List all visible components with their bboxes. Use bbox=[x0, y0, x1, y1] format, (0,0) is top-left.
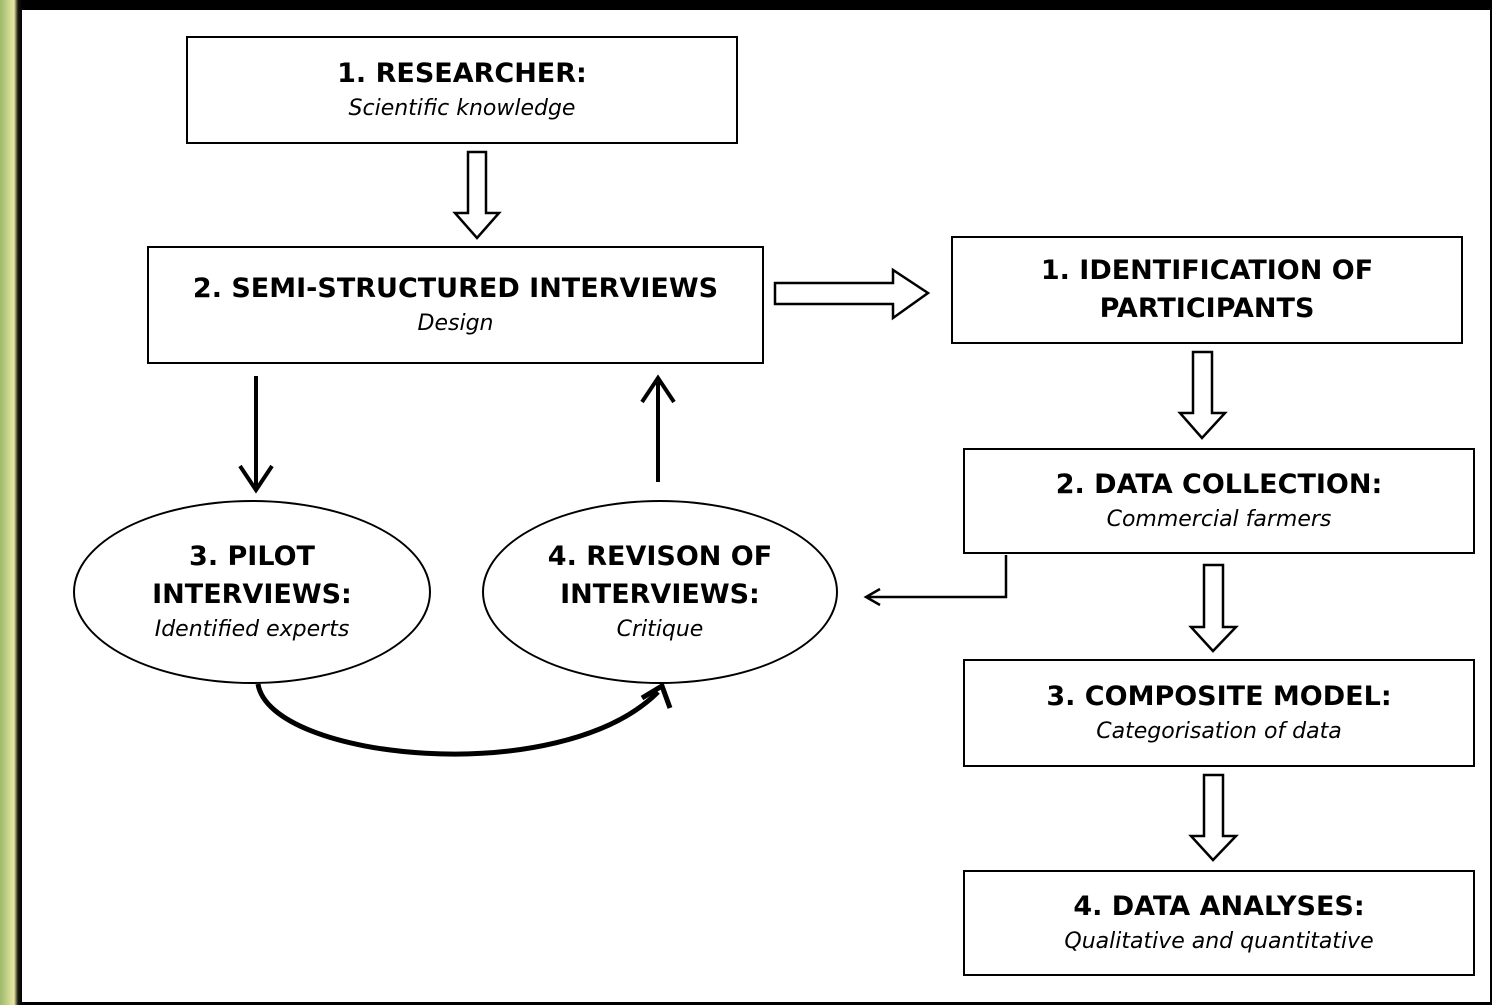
semi-structured-title: 2. SEMI-STRUCTURED INTERVIEWS bbox=[192, 273, 719, 304]
data-analyses-box: 4. DATA ANALYSES: Qualitative and quanti… bbox=[963, 870, 1475, 976]
identification-box: 1. IDENTIFICATION OF PARTICIPANTS bbox=[951, 236, 1463, 344]
hollow-arrow-researcher-to-design bbox=[452, 150, 502, 240]
composite-model-title: 3. COMPOSITE MODEL: bbox=[1046, 681, 1392, 712]
data-analyses-title: 4. DATA ANALYSES: bbox=[1073, 891, 1365, 922]
hollow-arrow-composite-to-analyses bbox=[1188, 773, 1239, 862]
hollow-arrow-design-to-identification bbox=[773, 267, 931, 321]
revision-interviews-ellipse: 4. REVISON OF INTERVIEWS: Critique bbox=[482, 500, 838, 684]
researcher-box: 1. RESEARCHER: Scientific knowledge bbox=[186, 36, 738, 144]
composite-model-subtitle: Categorisation of data bbox=[1096, 719, 1342, 744]
arrow-collection-to-revision bbox=[868, 555, 1008, 599]
researcher-subtitle: Scientific knowledge bbox=[348, 96, 576, 121]
data-collection-subtitle: Commercial farmers bbox=[1106, 507, 1332, 532]
hollow-arrow-identification-to-collection bbox=[1177, 350, 1228, 440]
identification-title-line1: 1. IDENTIFICATION OF bbox=[1040, 255, 1374, 286]
revision-subtitle: Critique bbox=[616, 617, 704, 642]
pilot-subtitle: Identified experts bbox=[154, 617, 350, 642]
pilot-interviews-ellipse: 3. PILOT INTERVIEWS: Identified experts bbox=[73, 500, 431, 684]
data-collection-title: 2. DATA COLLECTION: bbox=[1055, 469, 1383, 500]
composite-model-box: 3. COMPOSITE MODEL: Categorisation of da… bbox=[963, 659, 1475, 767]
pilot-title-line1: 3. PILOT bbox=[189, 541, 315, 572]
researcher-title: 1. RESEARCHER: bbox=[337, 58, 587, 89]
identification-title-line2: PARTICIPANTS bbox=[1099, 293, 1315, 324]
hollow-arrow-collection-to-composite bbox=[1188, 563, 1239, 653]
curved-arrow-pilot-to-revision bbox=[255, 683, 660, 757]
data-collection-box: 2. DATA COLLECTION: Commercial farmers bbox=[963, 448, 1475, 554]
semi-structured-interviews-box: 2. SEMI-STRUCTURED INTERVIEWS Design bbox=[147, 246, 764, 364]
revision-title-line1: 4. REVISON OF bbox=[547, 541, 773, 572]
revision-title-line2: INTERVIEWS: bbox=[560, 579, 760, 610]
data-analyses-subtitle: Qualitative and quantitative bbox=[1064, 929, 1374, 954]
semi-structured-subtitle: Design bbox=[417, 311, 494, 336]
pilot-title-line2: INTERVIEWS: bbox=[152, 579, 352, 610]
